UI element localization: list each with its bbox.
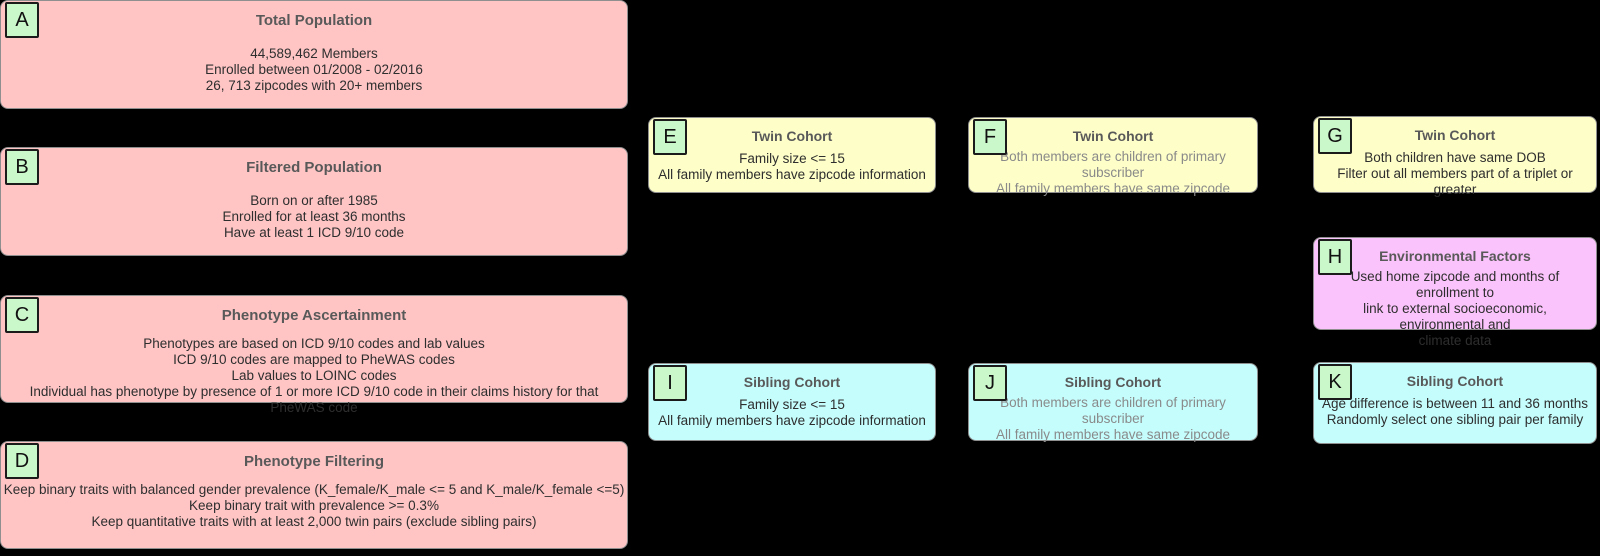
node-i-title: Sibling Cohort bbox=[743, 374, 841, 390]
node-e-title: Twin Cohort bbox=[751, 128, 833, 144]
node-sibling-cohort-k: K Sibling Cohort Age difference is betwe… bbox=[1313, 362, 1597, 444]
node-g-title: Twin Cohort bbox=[1414, 127, 1496, 143]
node-g-line: Filter out all members part of a triplet… bbox=[1337, 166, 1573, 197]
node-k-line: Randomly select one sibling pair per fam… bbox=[1326, 412, 1584, 427]
node-h-line: Used home zipcode and months of enrollme… bbox=[1350, 269, 1560, 300]
node-j-line: Both members are children of primary sub… bbox=[1000, 395, 1226, 426]
node-c-tag: C bbox=[5, 297, 39, 333]
node-b-line: Have at least 1 ICD 9/10 code bbox=[223, 225, 405, 240]
node-e-line: Family size <= 15 bbox=[739, 151, 845, 166]
node-k-tag: K bbox=[1318, 364, 1352, 400]
node-j-title: Sibling Cohort bbox=[1064, 374, 1162, 390]
node-sibling-cohort-i: I Sibling Cohort Family size <= 15 All f… bbox=[648, 363, 936, 441]
node-a-line: Enrolled between 01/2008 - 02/2016 bbox=[205, 62, 423, 77]
node-a-body: 44,589,462 Members Enrolled between 01/2… bbox=[1, 46, 627, 94]
node-d-body: Keep binary traits with balanced gender … bbox=[1, 482, 627, 530]
node-b-tag: B bbox=[5, 149, 39, 185]
node-d-title: Phenotype Filtering bbox=[243, 453, 384, 470]
node-e-tag: E bbox=[653, 119, 687, 155]
node-g-body: Both children have same DOB Filter out a… bbox=[1314, 150, 1596, 198]
node-h-tag-letter: H bbox=[1327, 245, 1343, 268]
node-c-body: Phenotypes are based on ICD 9/10 codes a… bbox=[1, 336, 627, 416]
node-e-tag-letter: E bbox=[663, 125, 677, 148]
node-e-line: All family members have zipcode informat… bbox=[658, 167, 926, 182]
node-i-tag: I bbox=[653, 365, 687, 401]
node-d-tag-letter: D bbox=[14, 449, 30, 472]
node-b-line: Born on or after 1985 bbox=[250, 193, 378, 208]
node-twin-cohort-f: F Twin Cohort Both members are children … bbox=[968, 117, 1258, 196]
node-d-line: Keep binary traits with balanced gender … bbox=[3, 482, 625, 497]
node-j-line: All family members have same zipcode bbox=[995, 427, 1231, 442]
node-i-line: All family members have zipcode informat… bbox=[658, 413, 926, 428]
node-j-body: Both members are children of primary sub… bbox=[969, 395, 1257, 443]
node-phenotype-ascertainment: C Phenotype Ascertainment Phenotypes are… bbox=[0, 295, 628, 415]
node-h-body: Used home zipcode and months of enrollme… bbox=[1314, 269, 1596, 349]
node-phenotype-filtering: D Phenotype Filtering Keep binary traits… bbox=[0, 441, 628, 549]
node-g-tag: G bbox=[1318, 118, 1352, 154]
node-filtered-population: B Filtered Population Born on or after 1… bbox=[0, 147, 628, 256]
node-c-tag-letter: C bbox=[14, 303, 30, 326]
node-c-line: Lab values to LOINC codes bbox=[231, 368, 397, 383]
node-f-title: Twin Cohort bbox=[1072, 128, 1154, 144]
node-j-tag: J bbox=[973, 365, 1007, 401]
node-b-title: Filtered Population bbox=[246, 159, 382, 176]
node-g-tag-letter: G bbox=[1327, 124, 1343, 147]
node-h-line: climate data bbox=[1418, 333, 1492, 348]
node-environmental-factors: H Environmental Factors Used home zipcod… bbox=[1313, 237, 1597, 348]
node-c-line: ICD 9/10 codes are mapped to PheWAS code… bbox=[173, 352, 455, 367]
node-h-line: link to external socioeconomic, environm… bbox=[1363, 301, 1547, 332]
node-f-line: Both members are children of primary sub… bbox=[1000, 149, 1226, 180]
node-c-line: Phenotypes are based on ICD 9/10 codes a… bbox=[143, 336, 485, 351]
node-j-tag-letter: J bbox=[985, 371, 995, 394]
node-sibling-cohort-j: J Sibling Cohort Both members are childr… bbox=[968, 363, 1258, 443]
node-i-body: Family size <= 15 All family members hav… bbox=[649, 397, 935, 429]
node-c-title: Phenotype Ascertainment bbox=[221, 307, 407, 324]
node-h-tag: H bbox=[1318, 239, 1352, 275]
node-d-tag: D bbox=[5, 443, 39, 479]
node-b-tag-letter: B bbox=[15, 155, 29, 178]
node-g-line: Both children have same DOB bbox=[1364, 150, 1546, 165]
node-f-tag-letter: F bbox=[983, 125, 997, 148]
node-k-tag-letter: K bbox=[1328, 370, 1342, 393]
node-a-title: Total Population bbox=[255, 12, 373, 29]
node-f-line: All family members have same zipcode bbox=[995, 181, 1231, 196]
node-twin-cohort-e: E Twin Cohort Family size <= 15 All fami… bbox=[648, 117, 936, 193]
node-e-body: Family size <= 15 All family members hav… bbox=[649, 151, 935, 183]
node-b-line: Enrolled for at least 36 months bbox=[222, 209, 406, 224]
node-c-line: Individual has phenotype by presence of … bbox=[29, 384, 599, 415]
node-i-line: Family size <= 15 bbox=[739, 397, 845, 412]
node-b-body: Born on or after 1985 Enrolled for at le… bbox=[1, 193, 627, 241]
node-a-tag-letter: A bbox=[15, 8, 29, 31]
node-f-body: Both members are children of primary sub… bbox=[969, 149, 1257, 197]
node-k-line: Age difference is between 11 and 36 mont… bbox=[1322, 396, 1588, 411]
node-d-line: Keep binary trait with prevalence >= 0.3… bbox=[189, 498, 439, 513]
node-total-population: A Total Population 44,589,462 Members En… bbox=[0, 0, 628, 109]
node-k-body: Age difference is between 11 and 36 mont… bbox=[1314, 396, 1596, 428]
node-a-tag: A bbox=[5, 2, 39, 38]
node-a-line: 44,589,462 Members bbox=[250, 46, 378, 61]
node-a-line: 26, 713 zipcodes with 20+ members bbox=[205, 78, 423, 93]
node-k-title: Sibling Cohort bbox=[1406, 373, 1504, 389]
node-d-line: Keep quantitative traits with at least 2… bbox=[91, 514, 537, 529]
node-h-title: Environmental Factors bbox=[1379, 248, 1531, 264]
node-i-tag-letter: I bbox=[667, 371, 673, 394]
node-f-tag: F bbox=[973, 119, 1007, 155]
node-twin-cohort-g: G Twin Cohort Both children have same DO… bbox=[1313, 116, 1597, 197]
